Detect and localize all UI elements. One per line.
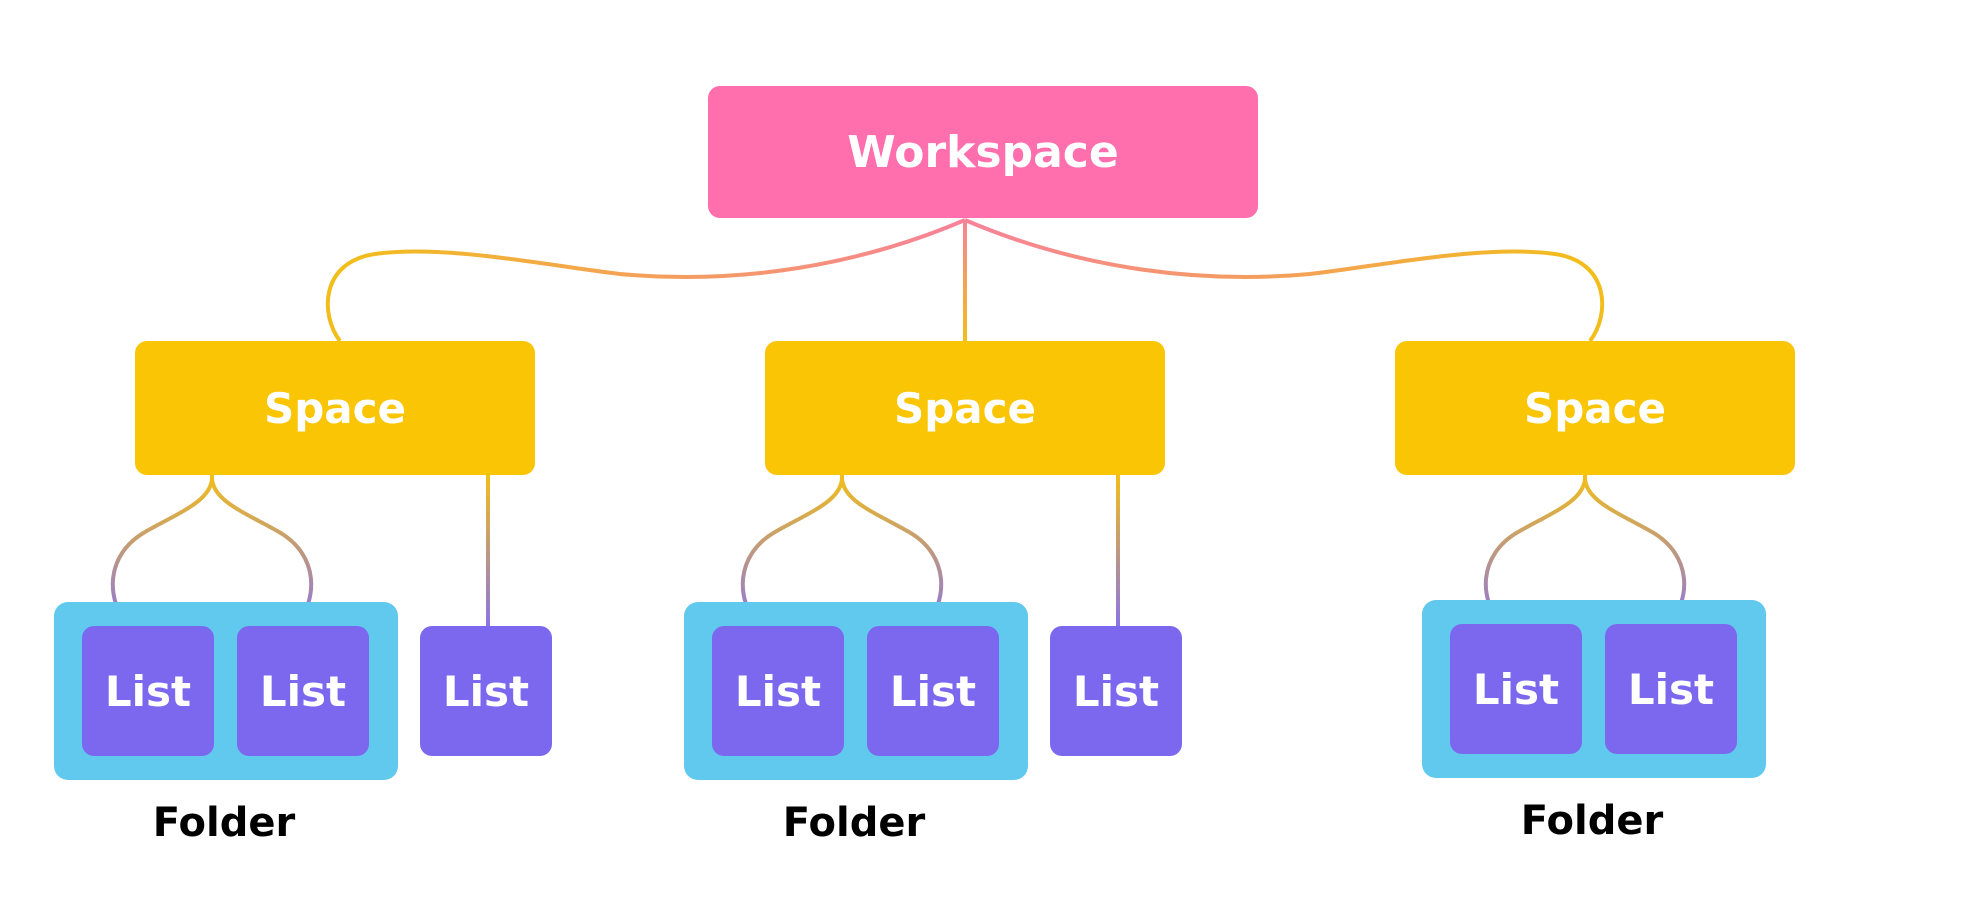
connector-space-3-list-2: [1582, 474, 1687, 628]
folder-label: Folder: [1520, 798, 1664, 844]
list-label: List: [889, 666, 977, 716]
list-node: List: [867, 626, 999, 756]
connector-space-3-list-1: [1483, 474, 1588, 628]
space-node-2: Space: [765, 341, 1165, 475]
list-node: List: [712, 626, 844, 756]
connector-workspace-space-1: [325, 218, 966, 343]
space-label: Space: [893, 383, 1037, 433]
list-label: List: [442, 666, 530, 716]
list-label: List: [259, 666, 347, 716]
space-label: Space: [263, 383, 407, 433]
list-label: List: [734, 666, 822, 716]
connector-space-2-list-2: [839, 474, 944, 630]
connector-space-2-list-1: [740, 474, 845, 630]
space-node-1: Space: [135, 341, 535, 475]
list-node: List: [82, 626, 214, 756]
list-label: List: [1472, 664, 1560, 714]
space-label: Space: [1523, 383, 1667, 433]
list-node: List: [1450, 624, 1582, 754]
standalone-list-node: List: [1050, 626, 1182, 756]
list-label: List: [1072, 666, 1160, 716]
connector-workspace-space-3: [964, 218, 1605, 343]
list-label: List: [104, 666, 192, 716]
connector-space-1-list-2: [209, 474, 314, 630]
list-label: List: [1627, 664, 1715, 714]
standalone-list-node: List: [420, 626, 552, 756]
workspace-node: Workspace: [708, 86, 1258, 218]
list-node: List: [1605, 624, 1737, 754]
folder-label: Folder: [152, 800, 296, 846]
folder-label: Folder: [782, 800, 926, 846]
workspace-label: Workspace: [847, 126, 1119, 178]
space-node-3: Space: [1395, 341, 1795, 475]
connector-space-1-list-1: [110, 474, 215, 630]
list-node: List: [237, 626, 369, 756]
